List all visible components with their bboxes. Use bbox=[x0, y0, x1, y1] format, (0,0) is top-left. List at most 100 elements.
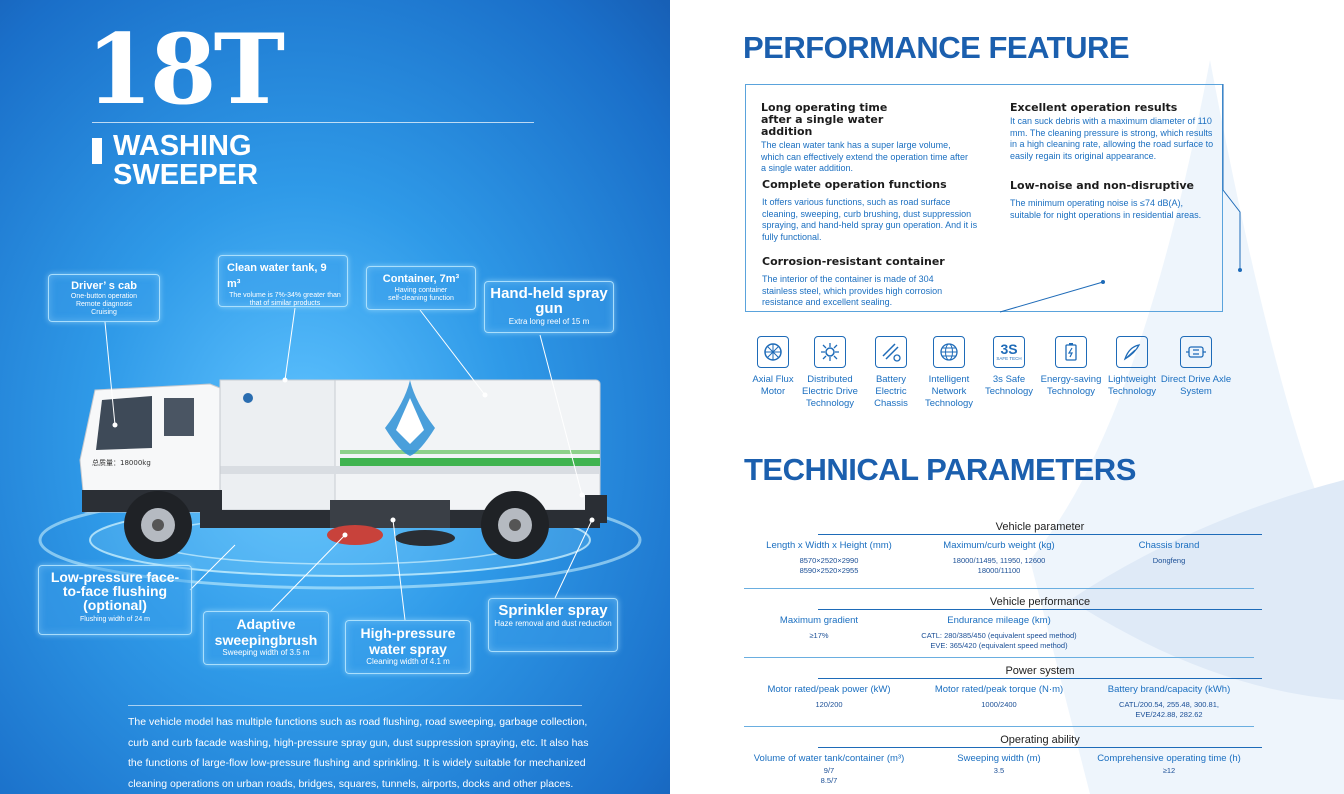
callout-text: The volume is 7%-34% greater than bbox=[229, 292, 341, 299]
callout-sweeping-brush: Adaptive sweepingbrush Sweeping width of… bbox=[203, 611, 329, 665]
param-chassis-brand: Chassis brand Dongfeng bbox=[1084, 535, 1254, 576]
param-value: 8590×2520×2955 bbox=[799, 566, 859, 575]
product-subtitle: WASHING SWEEPER bbox=[113, 132, 258, 190]
param-value: Dongfeng bbox=[1152, 556, 1186, 565]
param-operating-time: Comprehensive operating time (h) ≥12 bbox=[1084, 748, 1254, 786]
param-motor-power: Motor rated/peak power (kW) 120/200 bbox=[744, 679, 914, 720]
feature-excellent-results: Excellent operation results It can suck … bbox=[1010, 102, 1216, 162]
lightweight-icon bbox=[1116, 336, 1148, 368]
callout-text: Cleaning width of 4.1 m bbox=[366, 657, 450, 666]
param-label: Endurance mileage (km) bbox=[947, 615, 1051, 626]
battery-chassis-icon bbox=[875, 336, 907, 368]
callout-spray-gun: Hand-held spray gun Extra long reel of 1… bbox=[484, 281, 614, 333]
section-heading: Vehicle parameter bbox=[818, 520, 1262, 535]
callout-text: Extra long reel of 15 m bbox=[508, 317, 590, 326]
feature-title: Corrosion-resistant container bbox=[762, 255, 945, 268]
feature-low-noise: Low-noise and non-disruptive The minimum… bbox=[1010, 180, 1210, 221]
tech-label: Direct Drive Axle System bbox=[1160, 374, 1232, 397]
left-panel: 18T WASHING SWEEPER 总质量：18000kg bbox=[0, 0, 670, 794]
param-value: 1000/2400 bbox=[981, 700, 1017, 709]
feature-title: Complete operation functions bbox=[762, 178, 947, 191]
technology-icons: Axial Flux Motor Distributed Electric Dr… bbox=[742, 336, 1232, 416]
distributed-drive-icon bbox=[814, 336, 846, 368]
callout-drivers-cab: Driver’ s cab One-button operation Remot… bbox=[48, 274, 160, 322]
technical-parameters-table: Vehicle parameter Length x Width x Heigh… bbox=[744, 520, 1262, 787]
param-label: Chassis brand bbox=[1138, 540, 1200, 551]
truck-plate-text: 总质量：18000kg bbox=[92, 458, 151, 467]
section-heading: Vehicle performance bbox=[818, 595, 1262, 610]
param-value: 8570×2520×2990 bbox=[799, 556, 859, 565]
safe-badge-text: 3S bbox=[1000, 341, 1018, 357]
param-value: 18000/11100 bbox=[977, 566, 1021, 575]
tech-label: Axial Flux Motor bbox=[752, 374, 794, 397]
callout-title: Driver’ s cab bbox=[71, 280, 137, 292]
callout-title: Sprinkler spray bbox=[498, 602, 608, 619]
tech-item: Lightweight Technology bbox=[1100, 336, 1164, 398]
param-value: 9/7 bbox=[823, 766, 835, 775]
feature-text: It offers various functions, such as roa… bbox=[762, 197, 978, 242]
callout-text: Cruising bbox=[91, 309, 117, 316]
param-label: Length x Width x Height (mm) bbox=[766, 540, 892, 551]
tech-label: Lightweight Technology bbox=[1107, 374, 1157, 397]
param-motor-torque: Motor rated/peak torque (N·m) 1000/2400 bbox=[914, 679, 1084, 720]
section-divider bbox=[744, 726, 1254, 727]
param-sweeping-width: Sweeping width (m) 3.5 bbox=[914, 748, 1084, 786]
callout-text: that of similar products bbox=[249, 300, 321, 307]
feature-long-operating-time: Long operating time after a single water… bbox=[761, 102, 986, 175]
param-label: Sweeping width (m) bbox=[957, 753, 1041, 764]
callout-text: Remote diagnosis bbox=[75, 301, 133, 308]
callout-water-tank: Clean water tank, 9 m³ The volume is 7%-… bbox=[218, 255, 348, 307]
performance-title: PERFORMANCE FEATURE bbox=[743, 30, 1130, 65]
param-value: 3.5 bbox=[993, 766, 1005, 775]
feature-title: Long operating time after a single water… bbox=[761, 101, 888, 138]
callout-text: Haze removal and dust reduction bbox=[494, 619, 612, 628]
subtitle-bar bbox=[92, 138, 102, 164]
tech-item: Battery Electric Chassis bbox=[860, 336, 922, 410]
tech-item: Distributed Electric Drive Technology bbox=[798, 336, 862, 410]
tech-label: Energy-saving Technology bbox=[1040, 374, 1102, 397]
description-divider bbox=[128, 705, 582, 706]
callout-text: Flushing width of 24 m bbox=[79, 616, 151, 623]
param-value: EVE: 365/420 (equivalent speed method) bbox=[930, 641, 1068, 650]
tech-item: Direct Drive Axle System bbox=[1160, 336, 1232, 398]
param-weight: Maximum/curb weight (kg) 18000/11495, 11… bbox=[914, 535, 1084, 576]
callout-title: Container, 7m³ bbox=[382, 273, 460, 285]
tech-label: Distributed Electric Drive Technology bbox=[802, 374, 858, 409]
title-divider bbox=[92, 122, 534, 123]
callout-title: High-pressure water spray bbox=[360, 625, 456, 657]
section-divider bbox=[744, 588, 1254, 589]
param-value: ≥17% bbox=[809, 631, 829, 640]
vehicle-description: The vehicle model has multiple functions… bbox=[128, 716, 589, 790]
param-value: 120/200 bbox=[815, 700, 843, 709]
callout-text: Sweeping width of 3.5 m bbox=[222, 648, 310, 657]
safe-badge-subtext: SAFE TECH bbox=[996, 356, 1022, 361]
param-tank-volume: Volume of water tank/container (m³) 9/7 … bbox=[744, 748, 914, 786]
section-vehicle-parameter: Vehicle parameter Length x Width x Heigh… bbox=[744, 520, 1262, 588]
param-value: CATL: 280/385/450 (equivalent speed meth… bbox=[921, 631, 1077, 640]
tech-label: Battery Electric Chassis bbox=[874, 374, 908, 409]
param-label: Maximum gradient bbox=[779, 615, 859, 626]
axial-flux-motor-icon bbox=[757, 336, 789, 368]
section-vehicle-performance: Vehicle performance Maximum gradient ≥17… bbox=[744, 589, 1262, 657]
section-divider bbox=[744, 657, 1254, 658]
param-label: Motor rated/peak power (kW) bbox=[767, 684, 891, 695]
section-power-system: Power system Motor rated/peak power (kW)… bbox=[744, 658, 1262, 726]
callout-sprinkler-spray: Sprinkler spray Haze removal and dust re… bbox=[488, 598, 618, 652]
param-label: Battery brand/capacity (kWh) bbox=[1107, 684, 1231, 695]
param-dimensions: Length x Width x Height (mm) 8570×2520×2… bbox=[744, 535, 914, 576]
param-value: ≥12 bbox=[1162, 766, 1176, 775]
tech-label: Intelligent Network Technology bbox=[924, 374, 974, 409]
feature-text: It can suck debris with a maximum diamet… bbox=[1010, 116, 1214, 161]
brand-watermark-icon bbox=[1030, 60, 1344, 794]
tech-item: Intelligent Network Technology bbox=[918, 336, 980, 410]
subtitle-line-1: WASHING bbox=[113, 130, 252, 162]
feature-text: The clean water tank has a super large v… bbox=[761, 140, 968, 173]
section-heading: Power system bbox=[818, 664, 1262, 679]
callout-high-pressure-spray: High-pressure water spray Cleaning width… bbox=[345, 620, 471, 674]
model-title: 18T bbox=[86, 13, 285, 126]
callout-container: Container, 7m³ Having container self-cle… bbox=[366, 266, 476, 310]
feature-text: The interior of the container is made of… bbox=[762, 274, 943, 307]
subtitle-line-2: SWEEPER bbox=[113, 159, 259, 191]
callout-text: One-button operation bbox=[70, 293, 138, 300]
callout-text: self-cleaning function bbox=[388, 295, 454, 302]
